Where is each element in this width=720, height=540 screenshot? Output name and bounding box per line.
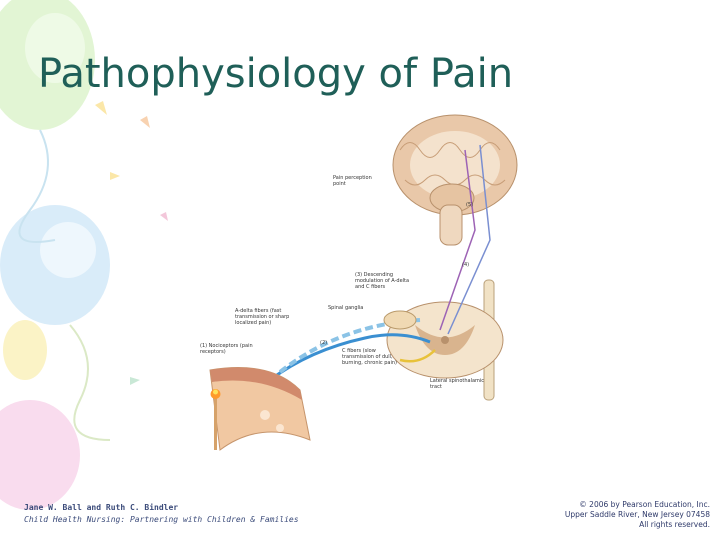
label-c-fibers: C fibers (slow transmission of dull, bur… bbox=[342, 348, 397, 366]
yellow-balloon bbox=[3, 320, 47, 380]
label-spinal-ganglia: Spinal ganglia bbox=[328, 305, 364, 311]
label-step-5: (5) bbox=[466, 202, 474, 208]
label-step-4: (4) bbox=[462, 262, 470, 268]
footer-book-title: Child Health Nursing: Partnering with Ch… bbox=[24, 515, 299, 524]
footer-credits: Jane W. Ball and Ruth C. Bindler Child H… bbox=[24, 502, 354, 526]
label-lateral-tract: Lateral spinothalamic tract bbox=[430, 378, 485, 390]
pain-pathway-illustration: Pain perception point (5) (4) (3) Descen… bbox=[190, 110, 530, 460]
copyright-line: © 2006 by Pearson Education, Inc. bbox=[579, 500, 710, 509]
publisher-address: Upper Saddle River, New Jersey 07458 bbox=[564, 510, 710, 519]
label-nociceptors: (1) Nociceptors (pain receptors) bbox=[200, 343, 253, 355]
spinal-ganglion bbox=[383, 310, 417, 330]
label-descending: (3) Descending modulation of A-delta and… bbox=[355, 272, 410, 290]
brain-illustration bbox=[392, 114, 518, 246]
label-a-delta: A-delta fibers (fast transmission or sha… bbox=[235, 308, 290, 326]
skin-tissue bbox=[209, 367, 311, 451]
label-step-2: (2) bbox=[320, 340, 328, 346]
match-stick bbox=[214, 395, 217, 450]
pink-balloon bbox=[0, 400, 80, 510]
label-perception-point: Pain perception point bbox=[333, 175, 372, 187]
c-fiber-path bbox=[269, 333, 431, 382]
slide-title: Pathophysiology of Pain bbox=[38, 51, 514, 97]
footer-copyright: © 2006 by Pearson Education, Inc. Upper … bbox=[450, 500, 710, 530]
rights-line: All rights reserved. bbox=[639, 520, 710, 529]
footer-authors: Jane W. Ball and Ruth C. Bindler bbox=[24, 503, 179, 512]
